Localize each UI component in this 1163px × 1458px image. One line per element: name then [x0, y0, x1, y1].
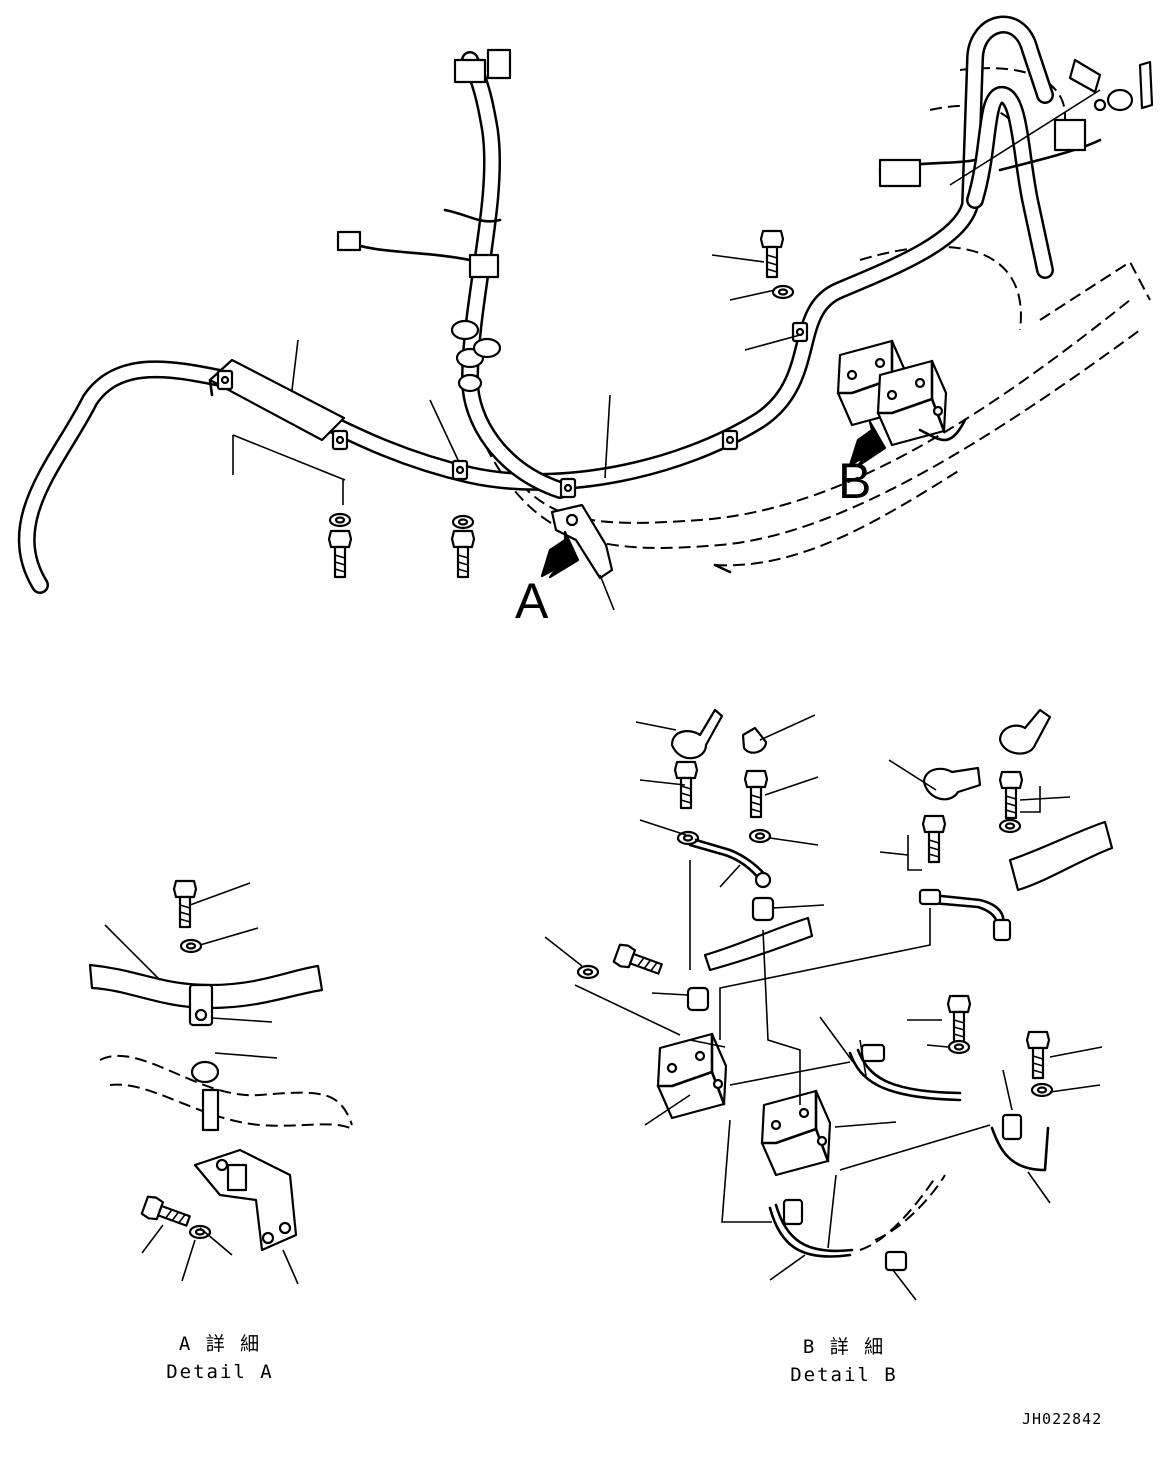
boot-icon — [670, 708, 724, 760]
detail-b-title-jp: B 詳 細 — [802, 1336, 886, 1358]
main-assembly: A B — [17, 15, 1154, 629]
boot-icon — [998, 708, 1052, 755]
view-arrow-icon — [540, 530, 580, 579]
drawing-number: JH022842 — [1022, 1410, 1103, 1428]
view-a-callout: A — [515, 573, 549, 629]
view-arrow-icon — [848, 420, 887, 468]
detail-a-title-jp: A 詳 細 — [178, 1333, 262, 1355]
detail-a-title-en: Detail A — [166, 1361, 274, 1383]
detail-b-caption: B 詳 細 Detail B — [774, 1333, 914, 1389]
detail-a-caption: A 詳 細 Detail A — [150, 1330, 290, 1386]
boot-icon — [741, 726, 768, 754]
detail-b-assembly — [544, 708, 1114, 1301]
detail-a-assembly — [88, 879, 353, 1285]
view-b-callout: B — [838, 453, 871, 509]
boot-icon — [922, 766, 982, 801]
detail-b-title-en: Detail B — [790, 1364, 898, 1386]
